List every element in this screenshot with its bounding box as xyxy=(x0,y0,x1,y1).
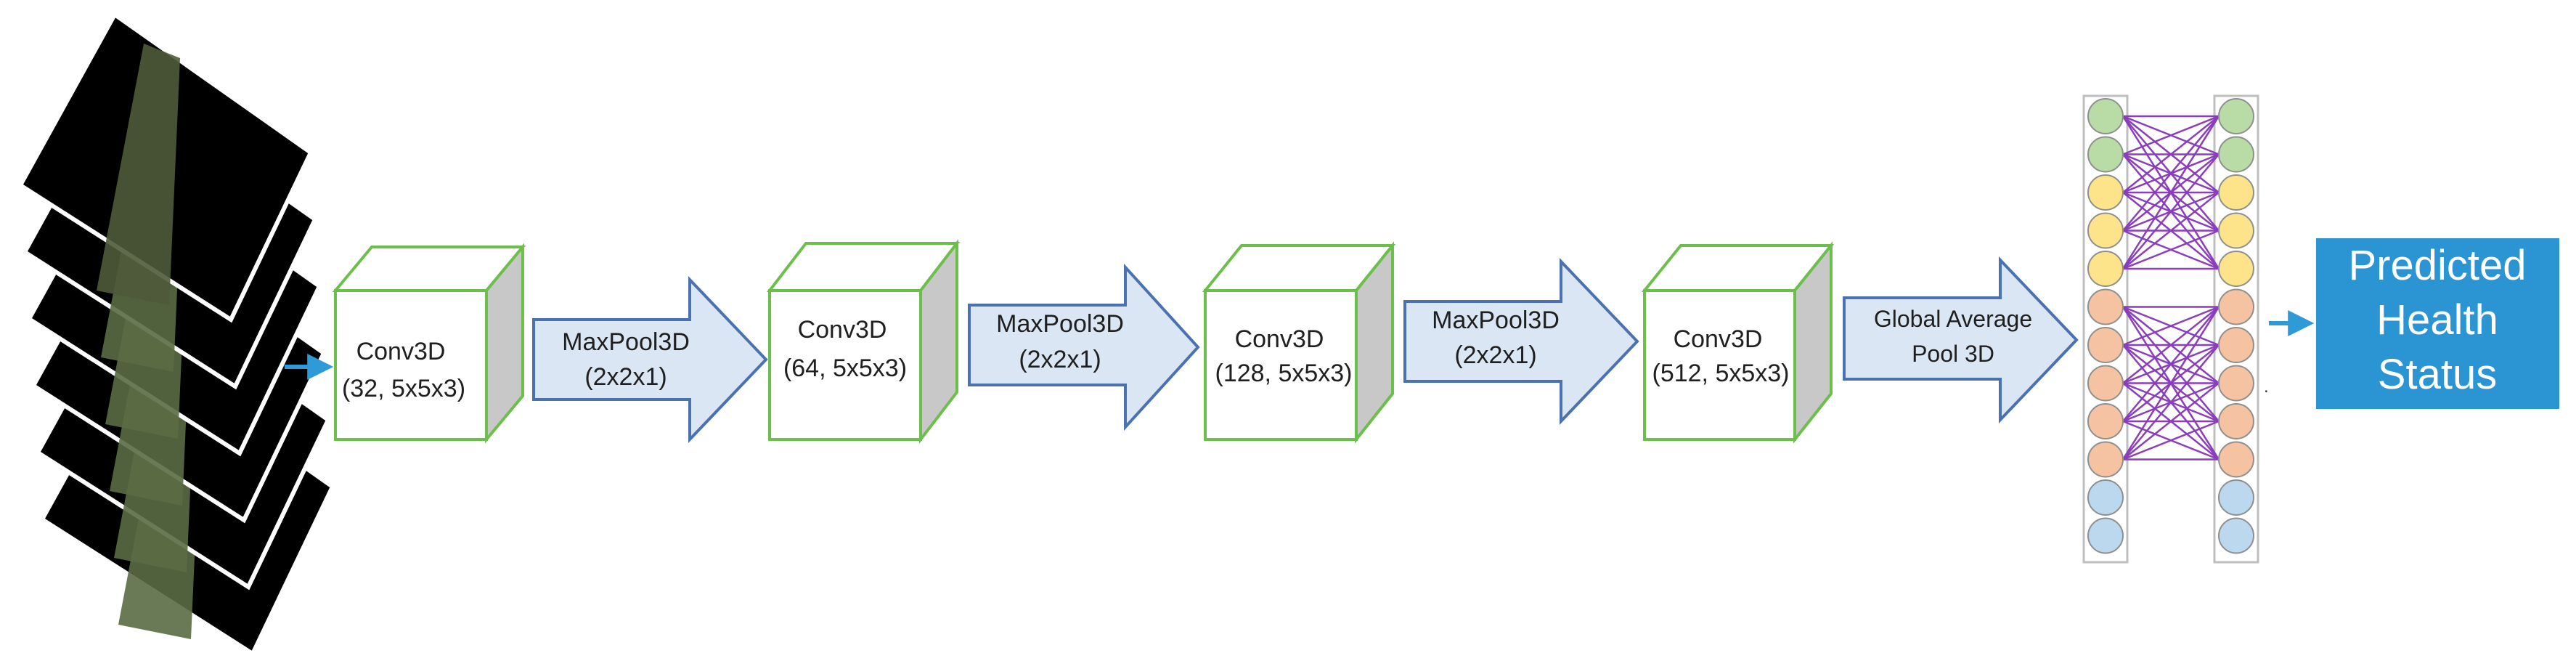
dense-nodes-left xyxy=(2087,98,2124,554)
pool-params: (2x2x1) xyxy=(584,363,667,391)
output-line-1: Predicted xyxy=(2348,242,2526,289)
dense-connection xyxy=(2121,306,2220,461)
conv3d-label: Conv3D xyxy=(356,338,446,365)
conv3d-params: (128, 5x5x3) xyxy=(1215,360,1353,387)
predicted-health-status-box: Predicted Health Status xyxy=(2316,238,2559,409)
dense-node xyxy=(2218,441,2254,478)
dense-node xyxy=(2087,136,2124,173)
dense-node xyxy=(2218,136,2254,173)
pool-label: MaxPool3D xyxy=(1432,307,1560,334)
dense-node xyxy=(2087,251,2124,287)
dense-node xyxy=(2087,479,2124,516)
pool-label: MaxPool3D xyxy=(996,310,1124,338)
dense-connections xyxy=(2121,115,2220,461)
dense-node xyxy=(2087,517,2124,554)
output-line-3: Status xyxy=(2378,351,2497,398)
dense-node xyxy=(2218,327,2254,363)
dense-node xyxy=(2218,479,2254,516)
dense-node xyxy=(2218,174,2254,211)
dense-connection xyxy=(2122,420,2220,461)
vegetation-strip xyxy=(97,44,180,305)
conv3d-params: (64, 5x5x3) xyxy=(783,354,907,382)
dense-node xyxy=(2218,365,2254,402)
dense-connection xyxy=(2122,115,2220,193)
conv3d-block-4: Conv3D (512, 5x5x3) xyxy=(1641,241,1835,444)
dense-node xyxy=(2218,212,2254,249)
dense-connection xyxy=(2122,306,2220,346)
dense-node xyxy=(2087,365,2124,402)
output-line-2: Health xyxy=(2376,296,2498,344)
dense-node xyxy=(2087,174,2124,211)
maxpool3d-arrow-2: MaxPool3D (2x2x1) xyxy=(968,263,1200,431)
maxpool3d-arrow-3: MaxPool3D (2x2x1) xyxy=(1403,258,1639,425)
dense-connection xyxy=(2122,306,2220,384)
dense-layers: . xyxy=(2082,94,2269,564)
dense-node xyxy=(2087,98,2124,134)
conv3d-params: (512, 5x5x3) xyxy=(1652,360,1790,387)
dense-node xyxy=(2087,403,2124,439)
dense-node xyxy=(2087,441,2124,478)
dense-node xyxy=(2218,251,2254,287)
dense-connection xyxy=(2122,344,2220,461)
conv3d-block-2: Conv3D (64, 5x5x3) xyxy=(766,239,961,444)
conv3d-label: Conv3D xyxy=(1235,325,1324,353)
dense-node xyxy=(2087,288,2124,325)
dense-node xyxy=(2087,212,2124,249)
tick-mark: . xyxy=(2264,377,2269,397)
dense-column-right-frame xyxy=(2213,94,2259,564)
pool-params: (2x2x1) xyxy=(1454,341,1536,369)
dense-connection xyxy=(2122,153,2220,269)
dense-node xyxy=(2218,288,2254,325)
dense-connection xyxy=(2122,115,2220,155)
global-average-pool-arrow: Global Average Pool 3D xyxy=(1843,256,2079,423)
dense-node xyxy=(2218,98,2254,134)
dense-connection xyxy=(2122,115,2220,232)
dense-node xyxy=(2218,517,2254,554)
dense-connection xyxy=(2122,192,2220,269)
input-image-stack xyxy=(17,11,335,653)
conv3d-block-1: Conv3D (32, 5x5x3) xyxy=(332,243,526,444)
dense-node xyxy=(2087,327,2124,363)
pool-label: MaxPool3D xyxy=(562,328,690,356)
conv3d-params: (32, 5x5x3) xyxy=(342,375,465,402)
dense-connection xyxy=(2122,230,2220,270)
dense-column-left-frame xyxy=(2082,94,2129,564)
pool-label: Global Average xyxy=(1874,306,2032,332)
dense-connection xyxy=(2122,306,2220,422)
conv3d-label: Conv3D xyxy=(1674,325,1763,353)
pool-params: (2x2x1) xyxy=(1019,346,1101,373)
conv3d-block-3: Conv3D (128, 5x5x3) xyxy=(1202,241,1396,444)
dense-connection xyxy=(2121,115,2220,269)
pool-params: Pool 3D xyxy=(1912,341,1994,367)
conv3d-label: Conv3D xyxy=(798,316,887,344)
dense-node xyxy=(2218,403,2254,439)
dense-nodes-right xyxy=(2218,98,2254,554)
maxpool3d-arrow-1: MaxPool3D (2x2x1) xyxy=(532,276,768,443)
dense-connection xyxy=(2122,382,2220,461)
